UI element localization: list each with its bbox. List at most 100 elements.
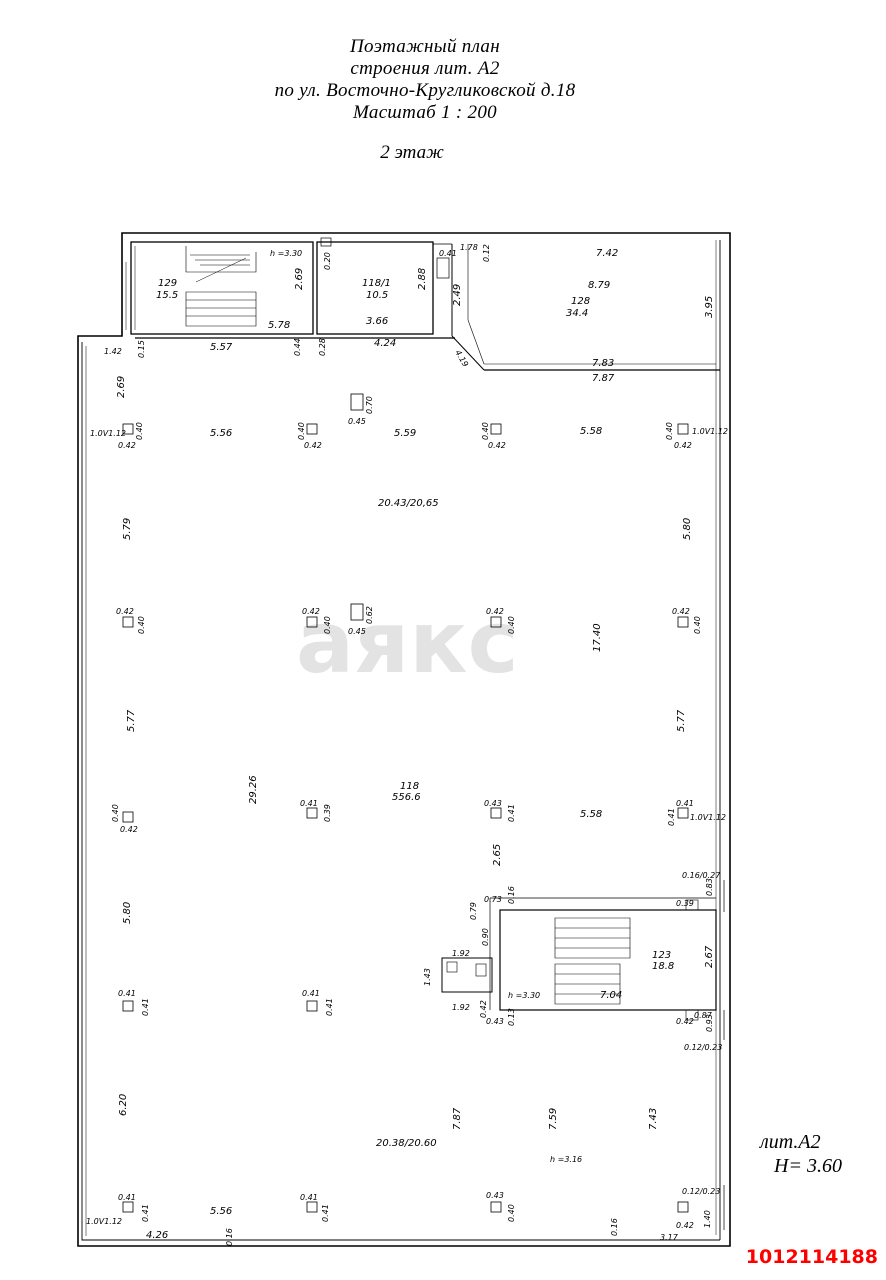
plan-title-block: Поэтажный план строения лит. А2 по ул. В… (0, 36, 850, 124)
col-label: 0.39 (323, 804, 332, 822)
dim: 2.49 (452, 284, 463, 306)
room-118-number: 118 (400, 781, 419, 792)
dim: 2.67 (704, 945, 715, 968)
col-label: 0.40 (481, 422, 490, 440)
room-128-number: 128 (571, 296, 590, 307)
dim: 5.80 (682, 518, 693, 540)
room-123-number: 123 (652, 950, 671, 961)
dim: 20.43/20,65 (378, 498, 439, 509)
dim: 0.93 (705, 1014, 714, 1032)
dim: 20.38/20.60 (376, 1138, 437, 1149)
dim: 7.87 (592, 373, 615, 384)
room-labels: 129 15.5 h =3.30 118/1 10.5 128 34.4 118… (156, 249, 674, 1164)
dim: 2.65 (492, 844, 503, 866)
dim: 0.16 (225, 1228, 234, 1246)
dim: 29.26 (248, 775, 259, 804)
col-label: 0.40 (135, 422, 144, 440)
dim: 5.58 (580, 426, 602, 437)
window-label: 1.0V1.12 (90, 429, 126, 438)
plan-title: Поэтажный план (350, 36, 500, 57)
col-label: 0.41 (300, 1193, 318, 1202)
col-label: 0.40 (137, 616, 146, 634)
dim: 1.42 (104, 347, 122, 356)
dim: 0.41 (439, 249, 457, 258)
dim: 0.28 (318, 338, 327, 356)
dim: 0.12/0.23 (682, 1187, 720, 1196)
col-label: 0.41 (676, 799, 694, 808)
col-label: 0.42 (676, 1017, 694, 1026)
dim: 4.19 (453, 349, 470, 369)
col-label: 0.43 (484, 799, 502, 808)
dim: 0.70 (365, 396, 374, 414)
hall-height: h =3.16 (550, 1155, 582, 1164)
dim: 0.16 (610, 1218, 619, 1236)
room-123-area: 18.8 (652, 961, 674, 972)
dim: 7.59 (548, 1108, 559, 1130)
dim: 5.77 (126, 709, 137, 732)
dim: 0.45 (348, 627, 366, 636)
col-label: 0.41 (300, 799, 318, 808)
col-label: 0.42 (672, 607, 690, 616)
dim: 1.40 (703, 1210, 712, 1228)
building-height: H= 3.60 (774, 1155, 842, 1177)
window-label: 1.0V1.12 (690, 813, 726, 822)
col-label: 0.40 (665, 422, 674, 440)
dim: 5.56 (210, 428, 232, 439)
window-label: 1.0V1.12 (86, 1217, 122, 1226)
dim: 0.16 (507, 886, 516, 904)
dim: 1.92 (452, 1003, 470, 1012)
dim: 5.56 (210, 1206, 232, 1217)
dim: 0.62 (365, 606, 374, 624)
col-label: 0.41 (325, 998, 334, 1016)
room-129-area: 15.5 (156, 290, 178, 301)
listing-id: 1012114188 (745, 1246, 878, 1268)
plan-scale: Масштаб 1 : 200 (353, 102, 497, 123)
col-label: 0.42 (674, 441, 692, 450)
dim: 5.77 (676, 709, 687, 732)
col-label: 0.41 (321, 1204, 330, 1222)
dimension-labels: 5.78 2.69 0.20 3.66 2.88 0.41 1.78 0.12 … (104, 243, 722, 1246)
room-129-height: h =3.30 (270, 249, 302, 258)
col-label: 0.39 (676, 899, 694, 908)
dim: 3.66 (366, 316, 388, 327)
col-label: 0.41 (141, 1204, 150, 1222)
dim: 0.79 (469, 902, 478, 920)
col-label: 0.42 (488, 441, 506, 450)
dim: 4.24 (374, 338, 396, 349)
dim: 17.40 (592, 623, 603, 652)
col-label: 0.42 (486, 607, 504, 616)
dim: 0.15 (137, 340, 146, 358)
watermark: аякс (296, 593, 519, 693)
col-label: 0.43 (486, 1017, 504, 1026)
col-label: 0.42 (116, 607, 134, 616)
dim: 4.26 (146, 1230, 168, 1241)
dim: 2.69 (116, 376, 127, 398)
dim: 1.78 (460, 243, 478, 252)
dim: 0.16/0.27 (682, 871, 721, 880)
dim: 7.83 (592, 358, 614, 369)
dim: 1.92 (452, 949, 470, 958)
col-label: 0.13 (507, 1008, 516, 1026)
column-size-labels: 0.40 0.42 0.40 0.42 0.40 0.42 0.40 0.42 … (86, 422, 728, 1230)
dim: 5.57 (210, 342, 233, 353)
dim: 0.20 (323, 252, 332, 270)
dim: 0.45 (348, 417, 366, 426)
dim: 0.87 (694, 1011, 713, 1020)
dim: 5.78 (268, 320, 290, 331)
dim: 0.44 (293, 338, 302, 356)
dim: 2.69 (294, 268, 305, 290)
building-lit: лит.А2 (760, 1131, 821, 1153)
dim: 5.79 (122, 518, 133, 540)
plan-subtitle-address: по ул. Восточно-Кругликовской д.18 (274, 80, 576, 101)
col-label: 0.42 (676, 1221, 694, 1230)
floor-label: 2 этаж (380, 142, 444, 163)
room-118-area: 556.6 (392, 792, 421, 803)
dim: 6.20 (118, 1094, 129, 1116)
plan-subtitle-building: строения лит. А2 (350, 58, 500, 79)
room-129-number: 129 (158, 278, 177, 289)
col-label: 0.41 (507, 804, 516, 822)
room-118-1-number: 118/1 (362, 278, 391, 289)
col-label: 0.40 (323, 616, 332, 634)
col-label: 0.41 (118, 1193, 136, 1202)
